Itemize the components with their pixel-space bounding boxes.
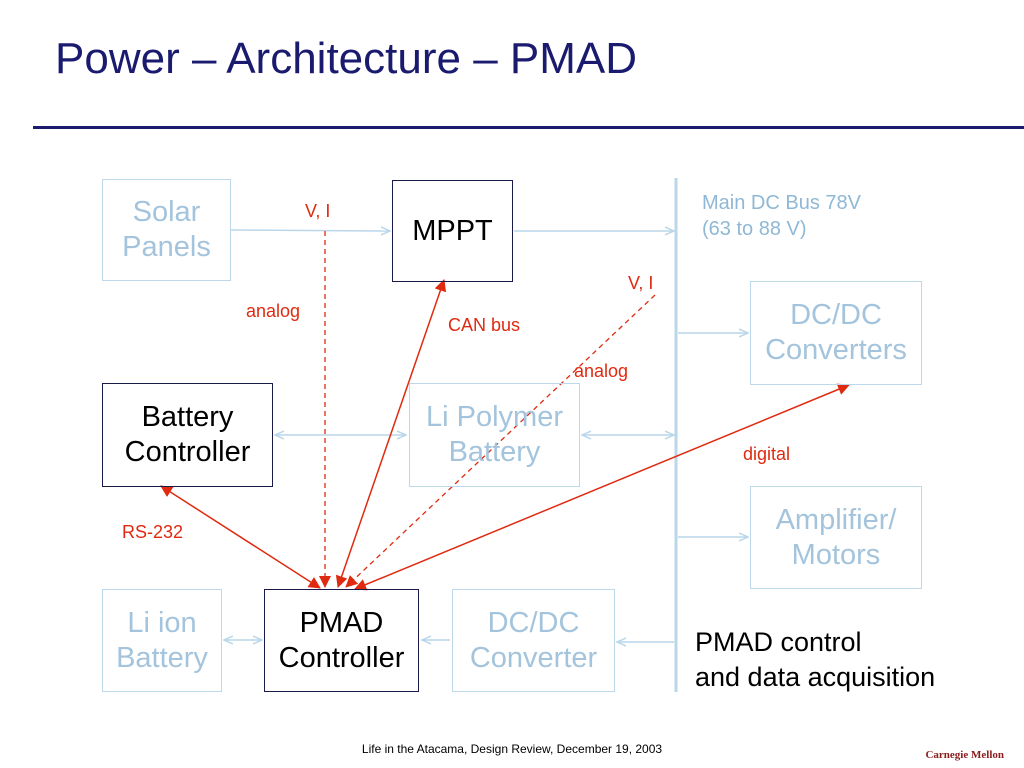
brand-logo-text: Carnegie Mellon: [925, 749, 1004, 761]
pmad-controller-box: PMAD Controller: [264, 589, 419, 692]
analog-bus-label: analog: [574, 361, 629, 381]
title-underline: [33, 126, 1024, 129]
solar-panels-box: Solar Panels: [102, 179, 231, 281]
vi-solar-label: V, I: [305, 201, 331, 221]
solar-to-mppt-arrow: [230, 230, 390, 231]
slide-title: Power – Architecture – PMAD: [55, 34, 638, 83]
digital-label: digital: [743, 444, 791, 464]
rs232-label: RS-232: [122, 522, 184, 542]
battery-controller-box: Battery Controller: [102, 383, 273, 487]
mppt-box: MPPT: [392, 180, 513, 282]
slide-footer: Life in the Atacama, Design Review, Dece…: [361, 742, 663, 756]
li-ion-battery-box: Li ion Battery: [102, 589, 222, 692]
can-bus-label: CAN bus: [448, 315, 521, 335]
li-polymer-battery-box: Li Polymer Battery: [409, 383, 580, 487]
digital-line: [354, 383, 850, 591]
pmad-caption: PMAD control and data acquisition: [695, 627, 936, 693]
vi-bus-label: V, I: [628, 273, 654, 293]
dc-dc-converters-box: DC/DC Converters: [750, 281, 922, 385]
analog-solar-label: analog: [246, 301, 301, 321]
dc-dc-converter-box: DC/DC Converter: [452, 589, 615, 692]
amplifier-motors-box: Amplifier/ Motors: [750, 486, 922, 589]
rs232-line: [160, 485, 321, 589]
main-dc-bus-label: Main DC Bus 78V (63 to 88 V): [702, 192, 861, 240]
